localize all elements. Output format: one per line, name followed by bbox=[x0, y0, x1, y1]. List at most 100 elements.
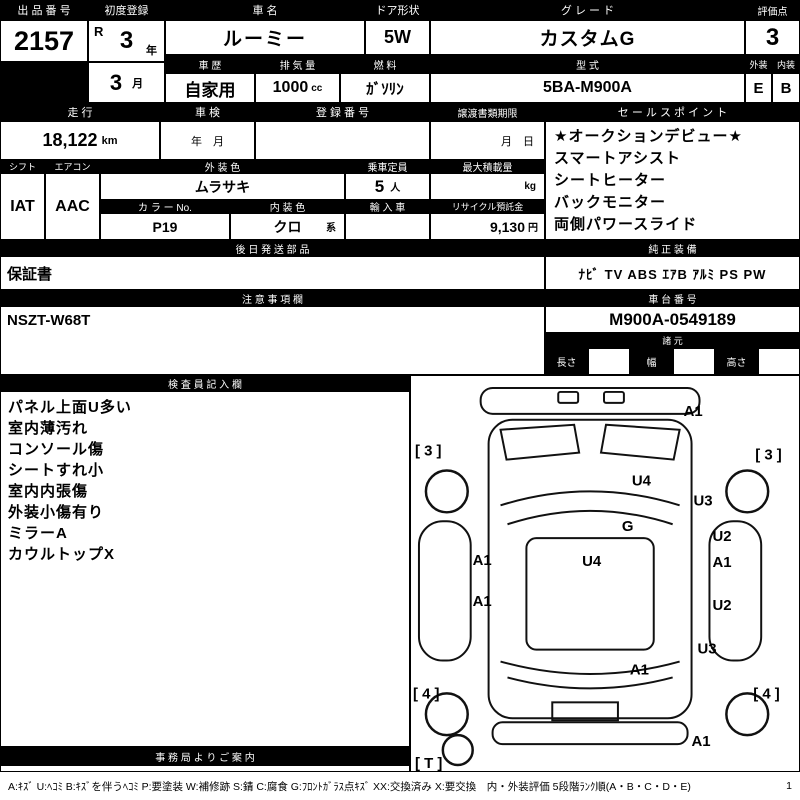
chassis-number-label: 車 台 番 号 bbox=[545, 290, 800, 306]
capacity-unit: 人 bbox=[390, 183, 401, 194]
inspector-note: コンソール傷 bbox=[8, 441, 105, 458]
fuel-value: ｶﾞｿﾘﾝ bbox=[340, 73, 430, 103]
genuine-equipment-value: ﾅﾋﾞ TV ABS ｴｱB ｱﾙﾐ PS PW bbox=[545, 256, 800, 290]
sales-point: ★オークションデビュー★ bbox=[554, 128, 743, 145]
displacement-number: 1000 bbox=[272, 79, 309, 96]
transfer-deadline-value: 月 日 bbox=[430, 121, 545, 160]
tire-depth-mark: [ 3 ] bbox=[415, 443, 442, 460]
spare-tire bbox=[441, 733, 474, 767]
grade-value: カスタムG bbox=[430, 20, 745, 55]
sales-point: 両側パワースライド bbox=[554, 216, 698, 233]
capacity-value: 5 人 bbox=[345, 173, 430, 200]
damage-mark: A1 bbox=[692, 733, 711, 750]
score-label: 評価点 bbox=[745, 0, 800, 20]
tire-depth-mark: [ 4 ] bbox=[753, 685, 780, 702]
damage-mark: U4 bbox=[582, 553, 602, 570]
damage-mark: A1 bbox=[473, 552, 492, 569]
month-unit: 月 bbox=[132, 77, 144, 90]
legend-text: A:ｷｽﾞ U:ﾍｺﾐ B:ｷｽﾞを伴うﾍｺﾐ P:要塗装 W:補修跡 S:錆 … bbox=[8, 780, 691, 793]
recycle-deposit-label: リサイクル預託金 bbox=[430, 200, 545, 213]
front-left-wheel bbox=[424, 469, 469, 514]
import-value bbox=[345, 213, 430, 240]
inspector-note: シートすれ小 bbox=[8, 462, 105, 479]
car-diagram-panel: A1 [ 3 ] [ 3 ] U4 U3 G U2 A1 U4 A1 A1 U2… bbox=[410, 375, 800, 772]
legend-row: A:ｷｽﾞ U:ﾍｺﾐ B:ｷｽﾞを伴うﾍｺﾐ P:要塗装 W:補修跡 S:錆 … bbox=[0, 772, 800, 800]
first-registration-month: 3 月 bbox=[88, 62, 165, 103]
rear-right-wheel bbox=[725, 692, 770, 737]
history-label: 車 歴 bbox=[165, 55, 255, 73]
mileage-value: 18,122 km bbox=[0, 121, 160, 160]
damage-mark: U2 bbox=[712, 597, 731, 614]
history-value: 自家用 bbox=[165, 73, 255, 103]
car-damage-diagram: A1 [ 3 ] [ 3 ] U4 U3 G U2 A1 U4 A1 A1 U2… bbox=[413, 386, 782, 771]
interior-color-name: クロ bbox=[273, 218, 302, 235]
front-right-wheel bbox=[725, 469, 770, 514]
model-code-label: 型 式 bbox=[430, 55, 745, 73]
color-number-value: P19 bbox=[100, 213, 230, 240]
sales-point: シートヒーター bbox=[554, 172, 667, 189]
mileage-number: 18,122 bbox=[42, 130, 98, 150]
capacity-number: 5 bbox=[374, 176, 385, 196]
genuine-equipment-label: 純 正 装 備 bbox=[545, 240, 800, 256]
first-reg-year-value: 3 bbox=[119, 27, 134, 54]
damage-mark: A1 bbox=[684, 403, 703, 420]
sales-point: スマートアシスト bbox=[554, 150, 681, 167]
interior-color-label: 内 装 色 bbox=[230, 200, 345, 213]
grade-label: グ レ ー ド bbox=[430, 0, 745, 20]
transfer-deadline-label: 譲渡書類期限 bbox=[430, 103, 545, 121]
first-registration-year: R 3 年 bbox=[88, 20, 165, 62]
door-shape-label: ドア形状 bbox=[365, 0, 430, 20]
interior-color-suffix: 系 bbox=[326, 223, 336, 234]
shift-label: シフト bbox=[0, 160, 45, 173]
sales-point: バックモニター bbox=[554, 194, 667, 211]
displacement-unit: cc bbox=[311, 82, 323, 94]
inspector-note: 外装小傷有り bbox=[8, 504, 105, 521]
damage-mark: A1 bbox=[630, 661, 649, 678]
width-label: 幅 bbox=[630, 348, 673, 375]
inspection-label: 車 検 bbox=[160, 103, 255, 121]
inspector-note: 室内内張傷 bbox=[8, 483, 89, 500]
damage-mark: U3 bbox=[698, 641, 717, 658]
import-label: 輸 入 車 bbox=[345, 200, 430, 213]
car-name-label: 車 名 bbox=[165, 0, 365, 20]
lot-number-label: 出 品 番 号 bbox=[0, 0, 88, 20]
inspection-value: 年 月 bbox=[160, 121, 255, 160]
damage-mark: A1 bbox=[712, 554, 731, 571]
spare-tire-mark: [ T ] bbox=[415, 755, 442, 771]
caution-notes-label: 注 意 事 項 欄 bbox=[0, 290, 545, 306]
damage-mark: A1 bbox=[473, 593, 492, 610]
color-number-label: カ ラ ー No. bbox=[100, 200, 230, 213]
mileage-unit: km bbox=[101, 134, 118, 147]
later-parts-label: 後 日 発 送 部 品 bbox=[0, 240, 545, 256]
rear-left-wheel bbox=[424, 692, 469, 737]
exterior-grade-label: 外装 bbox=[745, 55, 772, 73]
exterior-color-label: 外 装 色 bbox=[100, 160, 345, 173]
aircon-value: AAC bbox=[45, 173, 100, 240]
max-payload-value: kg bbox=[430, 173, 545, 200]
width-value bbox=[673, 348, 715, 375]
damage-mark: U2 bbox=[712, 528, 731, 545]
filler-block bbox=[0, 62, 88, 103]
damage-mark: U4 bbox=[632, 472, 652, 489]
sales-points-label: セ ー ル ス ポ イ ン ト bbox=[545, 103, 800, 121]
legend-page-number: 1 bbox=[786, 780, 792, 792]
inspector-note: カウルトップX bbox=[8, 546, 116, 563]
fuel-label: 燃 料 bbox=[340, 55, 430, 73]
length-value bbox=[588, 348, 630, 375]
era-code: R bbox=[94, 24, 104, 39]
recycle-unit: 円 bbox=[528, 223, 538, 234]
length-label: 長さ bbox=[545, 348, 588, 375]
inspector-notes-area: パネル上面U多い 室内薄汚れ コンソール傷 シートすれ小 室内内張傷 外装小傷有… bbox=[0, 391, 410, 747]
office-announcement-area bbox=[0, 765, 410, 772]
first-reg-month-value: 3 bbox=[109, 69, 123, 95]
mileage-label: 走 行 bbox=[0, 103, 160, 121]
aircon-label: エアコン bbox=[45, 160, 100, 173]
damage-mark: U3 bbox=[694, 492, 713, 509]
exterior-grade-value: E bbox=[745, 73, 772, 103]
interior-color-value: クロ 系 bbox=[230, 213, 345, 240]
interior-grade-value: B bbox=[772, 73, 800, 103]
chassis-number-value: M900A-0549189 bbox=[545, 306, 800, 333]
exterior-color-value: ムラサキ bbox=[100, 173, 345, 200]
tire-depth-mark: [ 4 ] bbox=[413, 685, 440, 702]
